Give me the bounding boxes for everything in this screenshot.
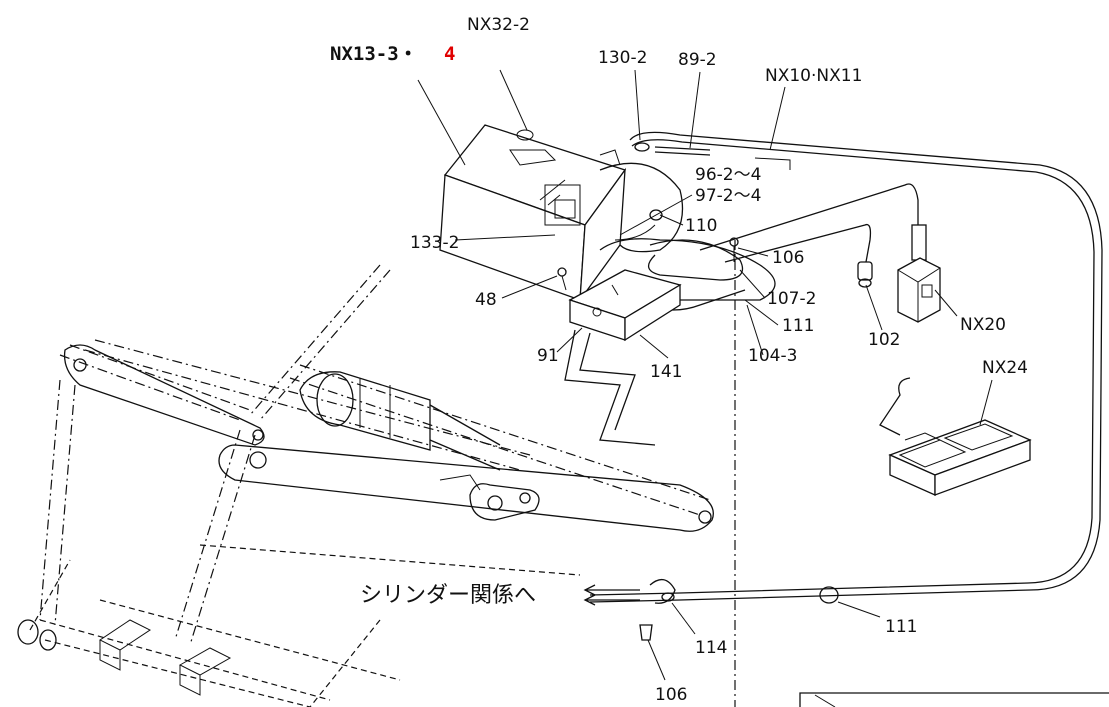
switch-nx20 — [897, 224, 941, 323]
foot-pedal-nx24 — [879, 377, 1032, 497]
motor-housing — [599, 162, 684, 253]
base-blocks — [17, 619, 232, 696]
label-111-top: 111 — [782, 316, 814, 336]
label-102: 102 — [868, 330, 900, 350]
link-plate — [439, 474, 540, 521]
label-106-top: 106 — [772, 248, 804, 268]
label-104-3: 104-3 — [748, 346, 797, 366]
lift-arm — [63, 344, 714, 532]
inset-frame-corner — [799, 692, 1109, 707]
label-nx10-nx11: NX10·NX11 — [765, 66, 862, 86]
label-133-2: 133-2 — [410, 233, 459, 253]
label-nx13-highlight: 4 — [444, 43, 455, 65]
leader-lines — [417, 69, 993, 681]
label-91: 91 — [537, 346, 559, 366]
label-nx13: NX13-3・ — [330, 43, 418, 65]
arrows-to-cylinder — [583, 584, 640, 606]
part-110-grommet — [649, 209, 663, 221]
label-89-2: 89-2 — [678, 50, 717, 70]
label-130-2: 130-2 — [598, 48, 647, 68]
screw-106 — [639, 624, 653, 641]
clamp-114 — [649, 578, 676, 604]
label-114: 114 — [695, 638, 727, 658]
label-97: 97-2～4 — [695, 186, 761, 206]
label-nx32: NX32-2 — [467, 15, 530, 35]
label-nx20: NX20 — [960, 315, 1006, 335]
label-nx24: NX24 — [982, 358, 1028, 378]
label-110: 110 — [685, 216, 717, 236]
label-to-cylinder: シリンダー関係へ — [360, 583, 536, 608]
label-106-bottom: 106 — [655, 685, 687, 705]
label-96: 96-2～4 — [695, 165, 761, 185]
solenoid-box — [439, 124, 627, 303]
label-111-bottom: 111 — [885, 617, 917, 637]
clamp-111 — [819, 586, 839, 604]
lift-frame — [29, 264, 711, 707]
cable-loop — [629, 131, 1103, 601]
label-141: 141 — [650, 362, 682, 382]
bracket-141 — [568, 269, 682, 342]
label-48: 48 — [475, 290, 497, 310]
connector-102 — [857, 261, 873, 288]
cylinder — [299, 371, 501, 471]
part-130-washer — [634, 142, 650, 152]
label-107-2: 107-2 — [767, 289, 816, 309]
